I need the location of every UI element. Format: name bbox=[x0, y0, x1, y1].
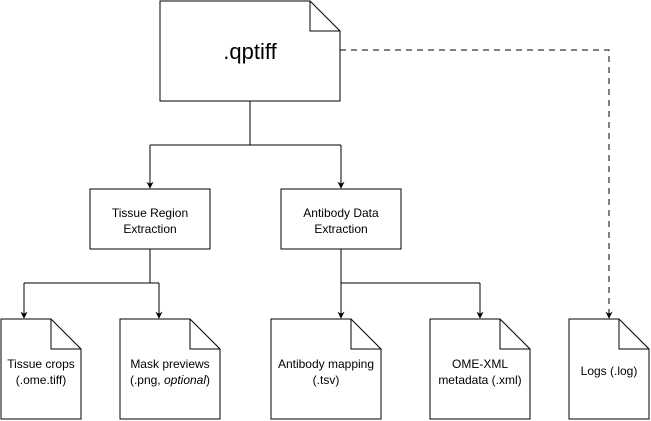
tissue-crops-line1: Tissue crops bbox=[7, 357, 75, 371]
process-rect bbox=[280, 188, 402, 250]
mask-previews-line2-end: ) bbox=[206, 373, 210, 387]
antibody-extraction-line1: Antibody Data bbox=[303, 206, 379, 220]
tissue-extraction-line2: Extraction bbox=[123, 222, 176, 236]
document-shape bbox=[119, 318, 221, 420]
dashed-connector-to-logs bbox=[340, 49, 613, 319]
document-shape bbox=[159, 0, 341, 102]
document-fold bbox=[50, 319, 81, 350]
ome-xml-line2: metadata (.xml) bbox=[438, 373, 521, 387]
antibody-extraction-line2: Extraction bbox=[314, 222, 367, 236]
mask-previews-line2-plain: (.png, bbox=[130, 373, 164, 387]
process-rect bbox=[89, 188, 211, 250]
mask-previews-line2: (.png, optional) bbox=[130, 373, 210, 387]
tissue-extraction-box: Tissue Region Extraction bbox=[89, 188, 211, 250]
ome-xml-document: OME-XML metadata (.xml) bbox=[429, 318, 531, 420]
ome-xml-line1: OME-XML bbox=[452, 357, 508, 371]
antibody-mapping-document: Antibody mapping (.tsv) bbox=[270, 318, 382, 420]
mask-previews-document: Mask previews (.png, optional) bbox=[119, 318, 221, 420]
tissue-crops-line2: (.ome.tiff) bbox=[16, 373, 66, 387]
antibody-mapping-line2: (.tsv) bbox=[313, 373, 340, 387]
document-shape bbox=[0, 318, 82, 420]
antibody-extraction-box: Antibody Data Extraction bbox=[280, 188, 402, 250]
mask-previews-line2-italic: optional bbox=[164, 373, 206, 387]
document-shape bbox=[270, 318, 382, 420]
document-fold bbox=[309, 1, 340, 32]
document-fold bbox=[499, 319, 530, 350]
logs-document: Logs (.log) bbox=[568, 318, 650, 420]
document-fold bbox=[189, 319, 220, 350]
document-fold bbox=[618, 319, 649, 350]
mask-previews-line1: Mask previews bbox=[130, 357, 209, 371]
tissue-crops-document: Tissue crops (.ome.tiff) bbox=[0, 318, 82, 420]
connectors bbox=[20, 49, 613, 319]
tissue-extraction-line1: Tissue Region bbox=[112, 206, 188, 220]
qptiff-document: .qptiff bbox=[159, 0, 341, 102]
qptiff-label: .qptiff bbox=[223, 39, 277, 64]
document-shape bbox=[429, 318, 531, 420]
logs-label: Logs (.log) bbox=[581, 364, 638, 378]
document-fold bbox=[350, 319, 381, 350]
antibody-mapping-line1: Antibody mapping bbox=[278, 357, 374, 371]
document-shape bbox=[568, 318, 650, 420]
